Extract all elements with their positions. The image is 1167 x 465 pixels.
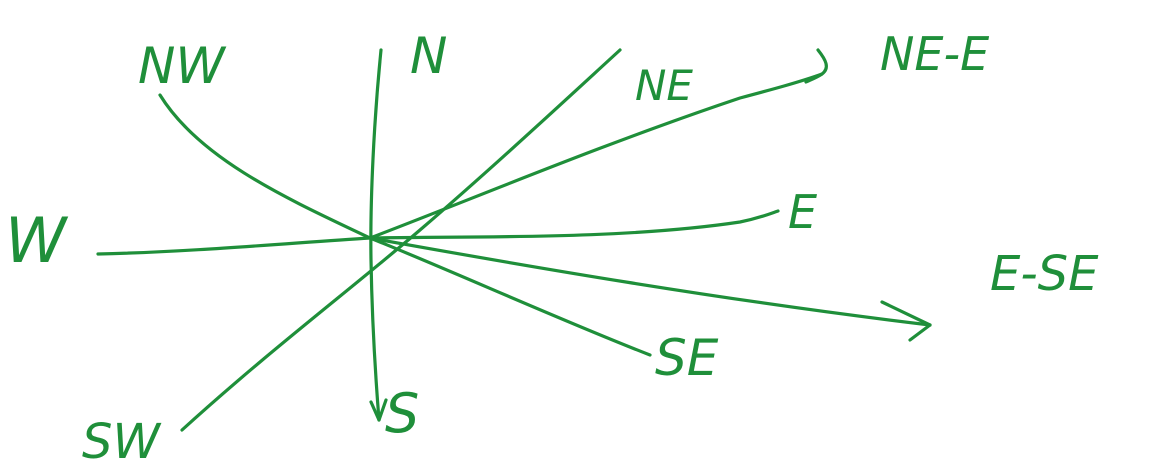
northeast-east-arrowhead — [804, 48, 828, 84]
label-se: SE — [655, 329, 719, 387]
northwest-line — [158, 93, 372, 240]
label-sw: SW — [82, 414, 161, 465]
northeast-east-line — [368, 72, 824, 240]
east-southeast-arrowhead — [880, 300, 932, 342]
label-ne-e: NE-E — [880, 27, 989, 81]
east-line — [368, 209, 780, 240]
direction-lines — [96, 48, 932, 432]
direction-labels: NW N NE NE-E W E E-SE SE SW S — [5, 27, 1099, 465]
label-e-se: E-SE — [990, 246, 1099, 302]
label-ne: NE — [635, 61, 693, 110]
label-n: N — [410, 27, 447, 85]
southeast-line — [368, 236, 652, 357]
label-w: W — [5, 204, 69, 277]
west-line — [96, 236, 372, 256]
label-nw: NW — [138, 37, 226, 95]
south-arrowhead — [369, 398, 388, 422]
southwest-northeast-line — [180, 48, 622, 432]
north-south-line — [369, 48, 383, 422]
label-e: E — [788, 185, 817, 239]
label-s: S — [385, 382, 419, 445]
east-southeast-line — [368, 236, 932, 327]
